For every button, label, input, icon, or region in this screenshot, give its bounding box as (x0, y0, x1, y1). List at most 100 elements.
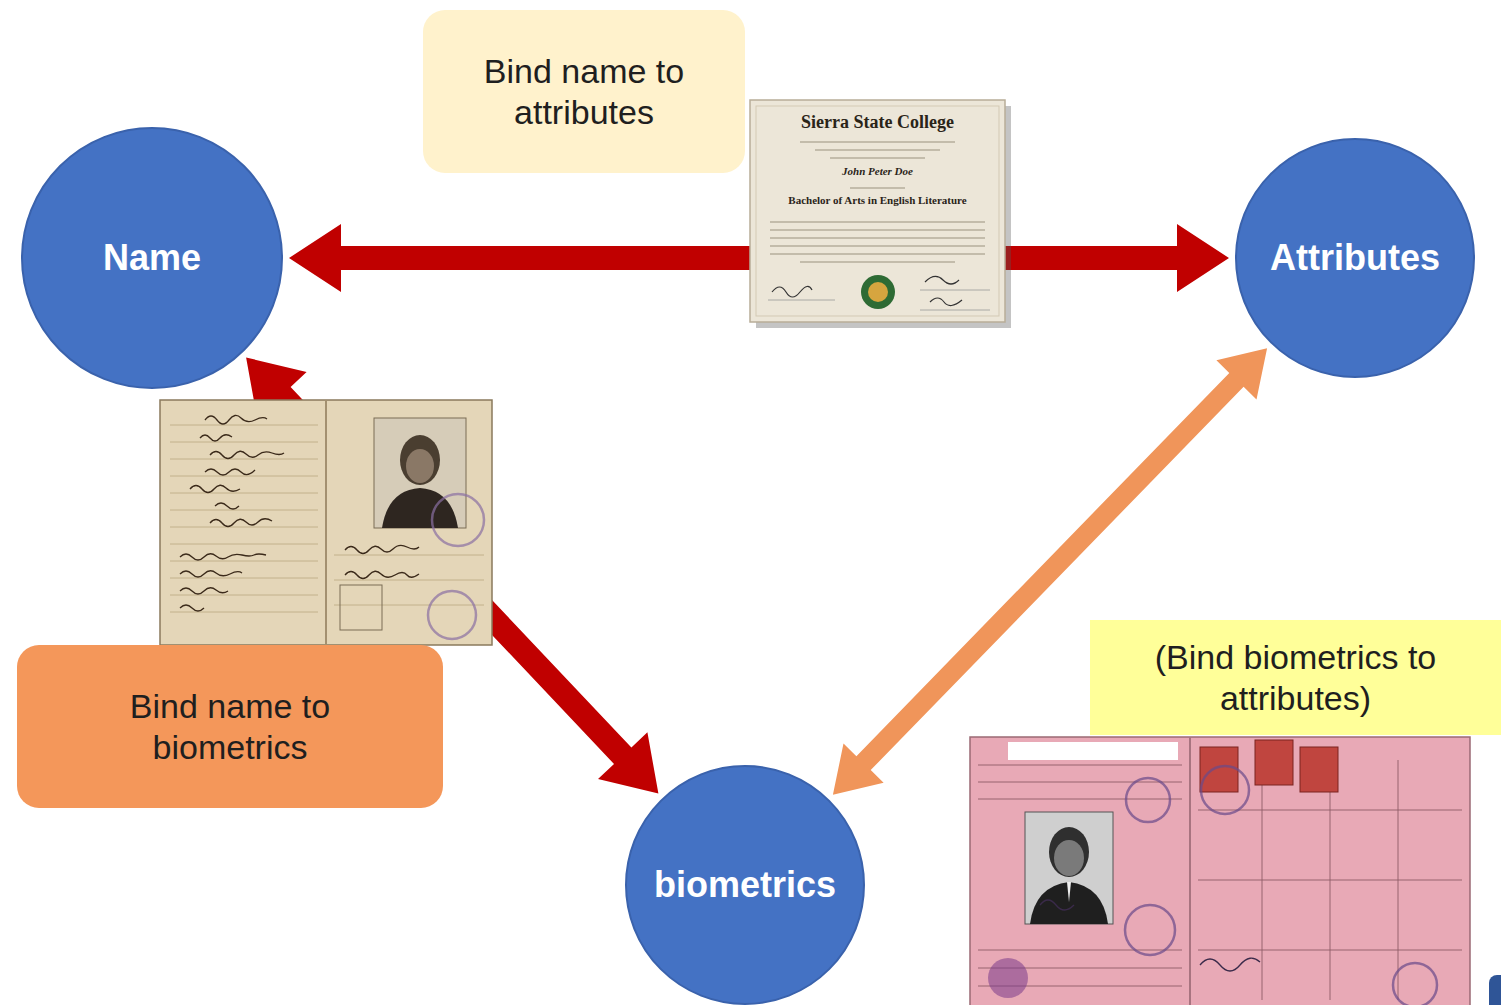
diploma-image-part (925, 276, 959, 284)
pink-card-image-part (1255, 740, 1293, 785)
identity-card-image-part (340, 585, 382, 630)
identity-card-image-part-part (210, 451, 284, 458)
pink-card-image-part-part (978, 950, 1182, 951)
slide-tab (1489, 975, 1501, 1005)
node-content: Bind name to attributes (423, 10, 745, 173)
callout-box: Bind name to attributes (423, 10, 745, 173)
callout-box: Bind name to biometrics (17, 645, 443, 808)
diploma-image-part-part (770, 237, 985, 238)
diploma-text: John Peter Doe (752, 165, 1003, 177)
callout-box-shape (1090, 620, 1501, 735)
concept-circle-shape (1236, 139, 1474, 377)
diploma-image-part-part (800, 261, 955, 262)
diploma-image-part-part (800, 141, 955, 142)
diploma-image-part-part (770, 253, 985, 254)
pink-card-image-part (1125, 905, 1175, 955)
diploma-image-part (756, 106, 999, 316)
pink-card-image-part (1300, 747, 1338, 792)
identity-card-image-part-part (180, 554, 266, 560)
pink-card-image-part (970, 737, 1470, 1005)
pink-card-image-part (1189, 737, 1191, 1005)
identity-card-image-part-part (345, 545, 419, 553)
pink-card-image-part (1126, 778, 1170, 822)
diploma-image-part-part (770, 229, 985, 230)
diploma-image-part-part (850, 187, 905, 188)
diploma-text: Bachelor of Arts in English Literature (752, 194, 1003, 206)
callout-box: (Bind biometrics to attributes) (1090, 620, 1501, 735)
callout-text: Bind name to biometrics (60, 686, 400, 768)
identity-card-image-part-part (170, 595, 318, 596)
pink-card-image-part (1201, 766, 1249, 814)
diploma-image-part (861, 275, 895, 309)
diploma-image-part (772, 286, 812, 297)
pink-card-image-part (1200, 747, 1238, 792)
identity-card-image-part-part (205, 415, 267, 424)
pink-card-image-part-part (1398, 760, 1399, 1000)
circle-label: biometrics (654, 863, 836, 906)
diploma-image-part (768, 300, 835, 301)
circle-label: Name (103, 236, 201, 279)
pink-card-image (970, 737, 1470, 1005)
identity-card-image-part-part (170, 561, 318, 562)
concept-circle: biometrics (625, 765, 865, 1005)
pink-card-image-part (1030, 882, 1108, 924)
diploma-image-part (920, 310, 990, 311)
pink-card-image-part (978, 760, 1462, 1000)
identity-card-image-part-part (170, 425, 318, 426)
diploma-image (750, 100, 1011, 328)
pink-card-image-part-part (1262, 760, 1263, 1000)
concept-circle: Attributes (1235, 138, 1475, 378)
identity-card-image-part-part (334, 580, 484, 581)
pink-card-image-part-part (978, 782, 1182, 783)
diploma-image-part (930, 298, 962, 306)
identity-card-image-part-part (180, 605, 204, 611)
pink-card-image-part (1008, 742, 1178, 760)
identity-card-image-part-part (180, 588, 228, 594)
pink-card-image-part-part (978, 765, 1182, 766)
pink-card-image-part (1200, 958, 1260, 971)
node-content: Name (21, 127, 283, 389)
circle-label: Attributes (1270, 236, 1440, 279)
diploma-image-part (920, 290, 990, 291)
pink-card-image-part (1025, 812, 1113, 924)
identity-card-image-part (400, 435, 440, 485)
concept-circle: Name (21, 127, 283, 389)
pink-card-image-part (1067, 882, 1071, 902)
pink-card-image-part-part (1330, 760, 1331, 1000)
pink-card-image-part (1049, 827, 1089, 877)
pink-card-image-part-part (978, 799, 1182, 800)
diploma-image-part-part (770, 245, 985, 246)
identity-card-image-part-part (170, 578, 318, 579)
identity-card-image-part-part (170, 612, 318, 613)
identity-card-image-part (382, 488, 458, 528)
pink-card-image-part (1393, 963, 1437, 1005)
concept-circle-shape (22, 128, 282, 388)
identity-card-image-part-part (170, 442, 318, 443)
identity-card-image-part-part (170, 476, 318, 477)
diploma-image-part-part (815, 149, 940, 150)
identity-card-image-part-part (215, 503, 239, 509)
identity-card-image-part-part (200, 435, 232, 441)
identity-card-image-part-part (345, 571, 419, 578)
callout-box-shape (17, 645, 443, 808)
identity-card-image-part-part (334, 605, 484, 606)
callout-box-outline (1090, 620, 1501, 735)
pink-card-image-part (988, 958, 1028, 998)
concept-circle-shape (626, 766, 864, 1004)
identity-card-image-part (428, 591, 476, 639)
node-content: Attributes (1235, 138, 1475, 378)
identity-card-image-part (170, 425, 484, 612)
pink-card-image-part (1040, 900, 1074, 910)
identity-card-image-part-part (170, 459, 318, 460)
identity-card-image-part (325, 400, 327, 645)
identity-card-image-part-part (205, 469, 255, 475)
pink-card-image-part (1054, 840, 1084, 876)
identity-card-image-part-part (334, 555, 484, 556)
diploma-image-part (868, 282, 888, 302)
identity-card-image-part (432, 494, 484, 546)
diploma-image-part-part (770, 221, 985, 222)
node-content: Bind name to biometrics (17, 645, 443, 808)
callout-box-outline (423, 10, 745, 173)
diploma-image-part (750, 100, 1005, 322)
